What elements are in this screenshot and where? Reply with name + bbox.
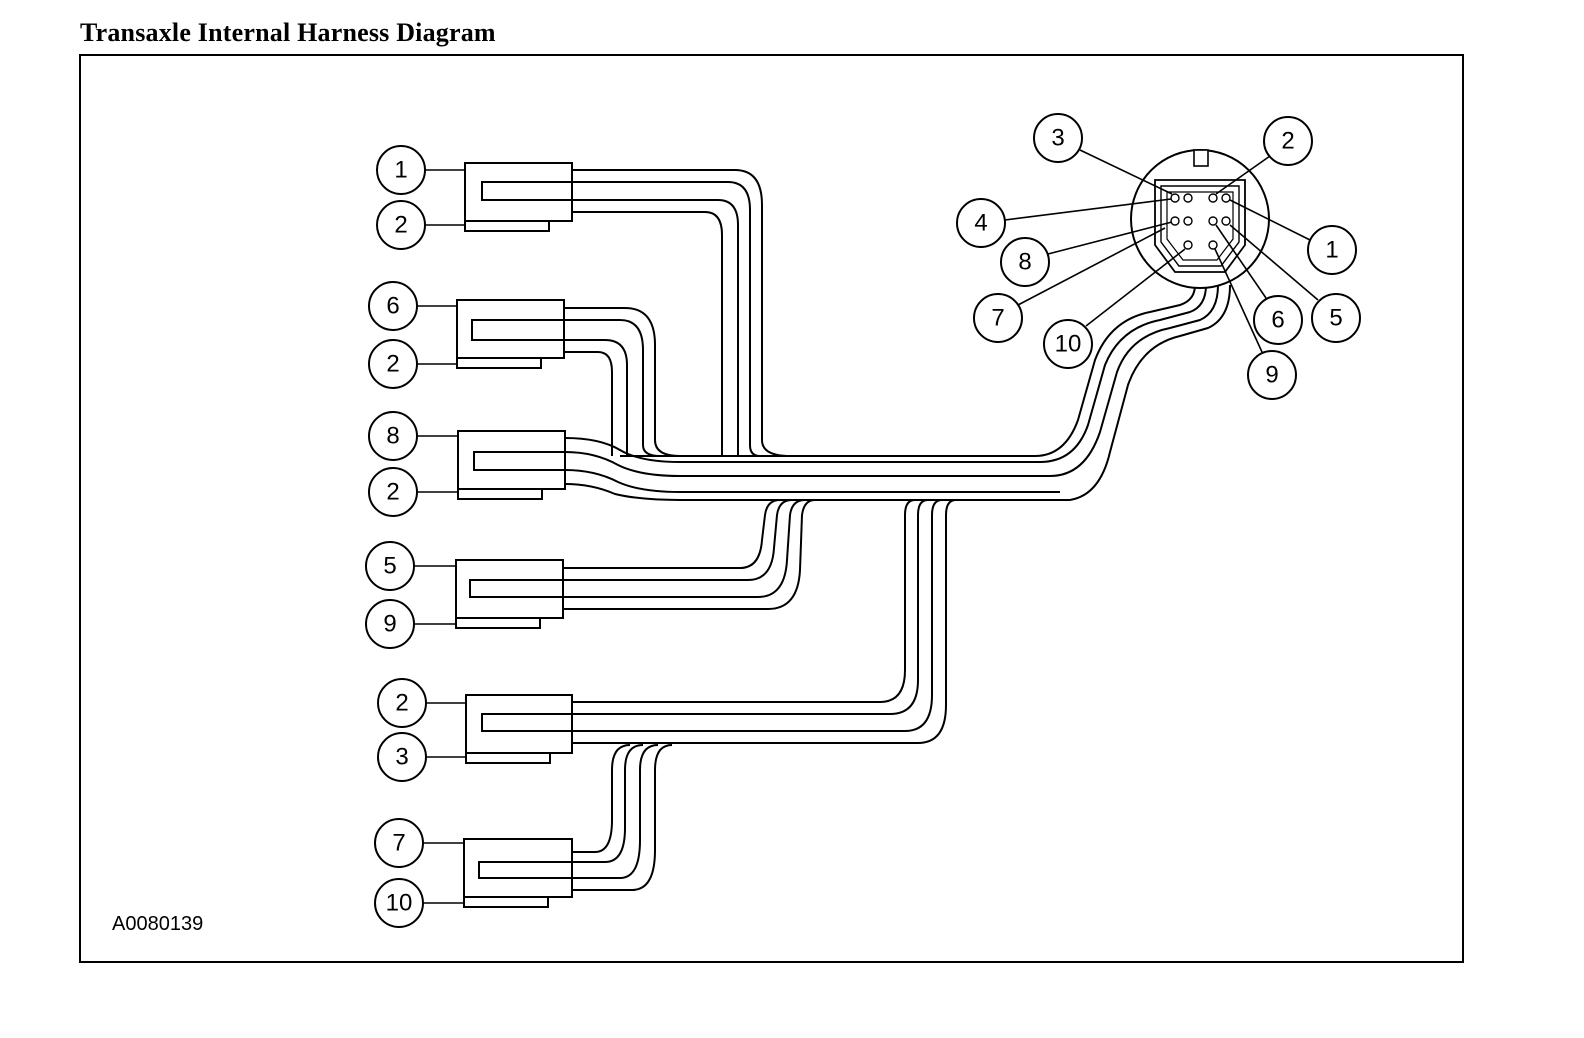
diagram-title: Transaxle Internal Harness Diagram	[80, 18, 496, 47]
callout-label: 6	[1271, 307, 1284, 334]
callout-label: 2	[395, 690, 408, 717]
callout-label: 8	[1018, 249, 1031, 276]
main-connector	[1130, 149, 1270, 289]
callout-label: 3	[395, 744, 408, 771]
callout-pin-6: 6	[1215, 224, 1303, 345]
callout-label: 4	[974, 210, 987, 237]
callout-label: 5	[383, 553, 396, 580]
callout-c2-bottom: 2	[368, 339, 457, 389]
connector-1	[464, 162, 573, 232]
callout-label: 1	[394, 157, 407, 184]
callout-label: 6	[386, 293, 399, 320]
callout-c3-top: 8	[368, 411, 458, 461]
callout-pin-3: 3	[1033, 113, 1173, 195]
harness-wires	[563, 169, 1231, 891]
callout-label: 3	[1051, 125, 1064, 152]
callout-label: 9	[1265, 362, 1278, 389]
callout-pin-4: 4	[956, 198, 1172, 248]
connector-7-10	[463, 838, 573, 908]
connector-8	[457, 430, 566, 500]
callout-pin-1: 1	[1229, 199, 1357, 275]
callout-c1-bottom: 2	[376, 200, 465, 250]
callout-label: 2	[1281, 128, 1294, 155]
callout-pin-5: 5	[1229, 224, 1361, 343]
connector-5	[455, 559, 564, 629]
callout-c6-top: 7	[374, 818, 464, 868]
callout-label: 9	[383, 611, 396, 638]
callout-label: 10	[1055, 331, 1082, 358]
callout-c1-top: 1	[376, 145, 465, 195]
diagram-frame	[79, 54, 1464, 963]
callout-label: 8	[386, 423, 399, 450]
callout-pin-8: 8	[1000, 221, 1173, 287]
callout-c2-top: 6	[368, 281, 457, 331]
callout-pin-2: 2	[1215, 116, 1313, 195]
callout-label: 2	[394, 212, 407, 239]
callout-pin-9: 9	[1214, 248, 1297, 400]
callout-label: 5	[1329, 305, 1342, 332]
callout-label: 7	[991, 305, 1004, 332]
callout-c4-bottom: 9	[365, 599, 456, 649]
callout-label: 7	[392, 830, 405, 857]
callout-c6-bottom: 10	[374, 878, 464, 928]
figure-id: A0080139	[112, 913, 203, 935]
callout-c3-bottom: 2	[368, 467, 458, 517]
connector-2-3	[465, 694, 573, 764]
callout-c4-top: 5	[365, 541, 456, 591]
callout-label: 10	[386, 890, 413, 917]
callout-pin-7: 7	[973, 227, 1166, 343]
callout-label: 2	[386, 479, 399, 506]
connector-6	[456, 299, 565, 369]
callout-c5-bottom: 3	[377, 732, 466, 782]
callout-pin-10: 10	[1043, 248, 1186, 369]
callout-label: 2	[386, 351, 399, 378]
callout-label: 1	[1325, 237, 1338, 264]
callout-c5-top: 2	[377, 678, 466, 728]
